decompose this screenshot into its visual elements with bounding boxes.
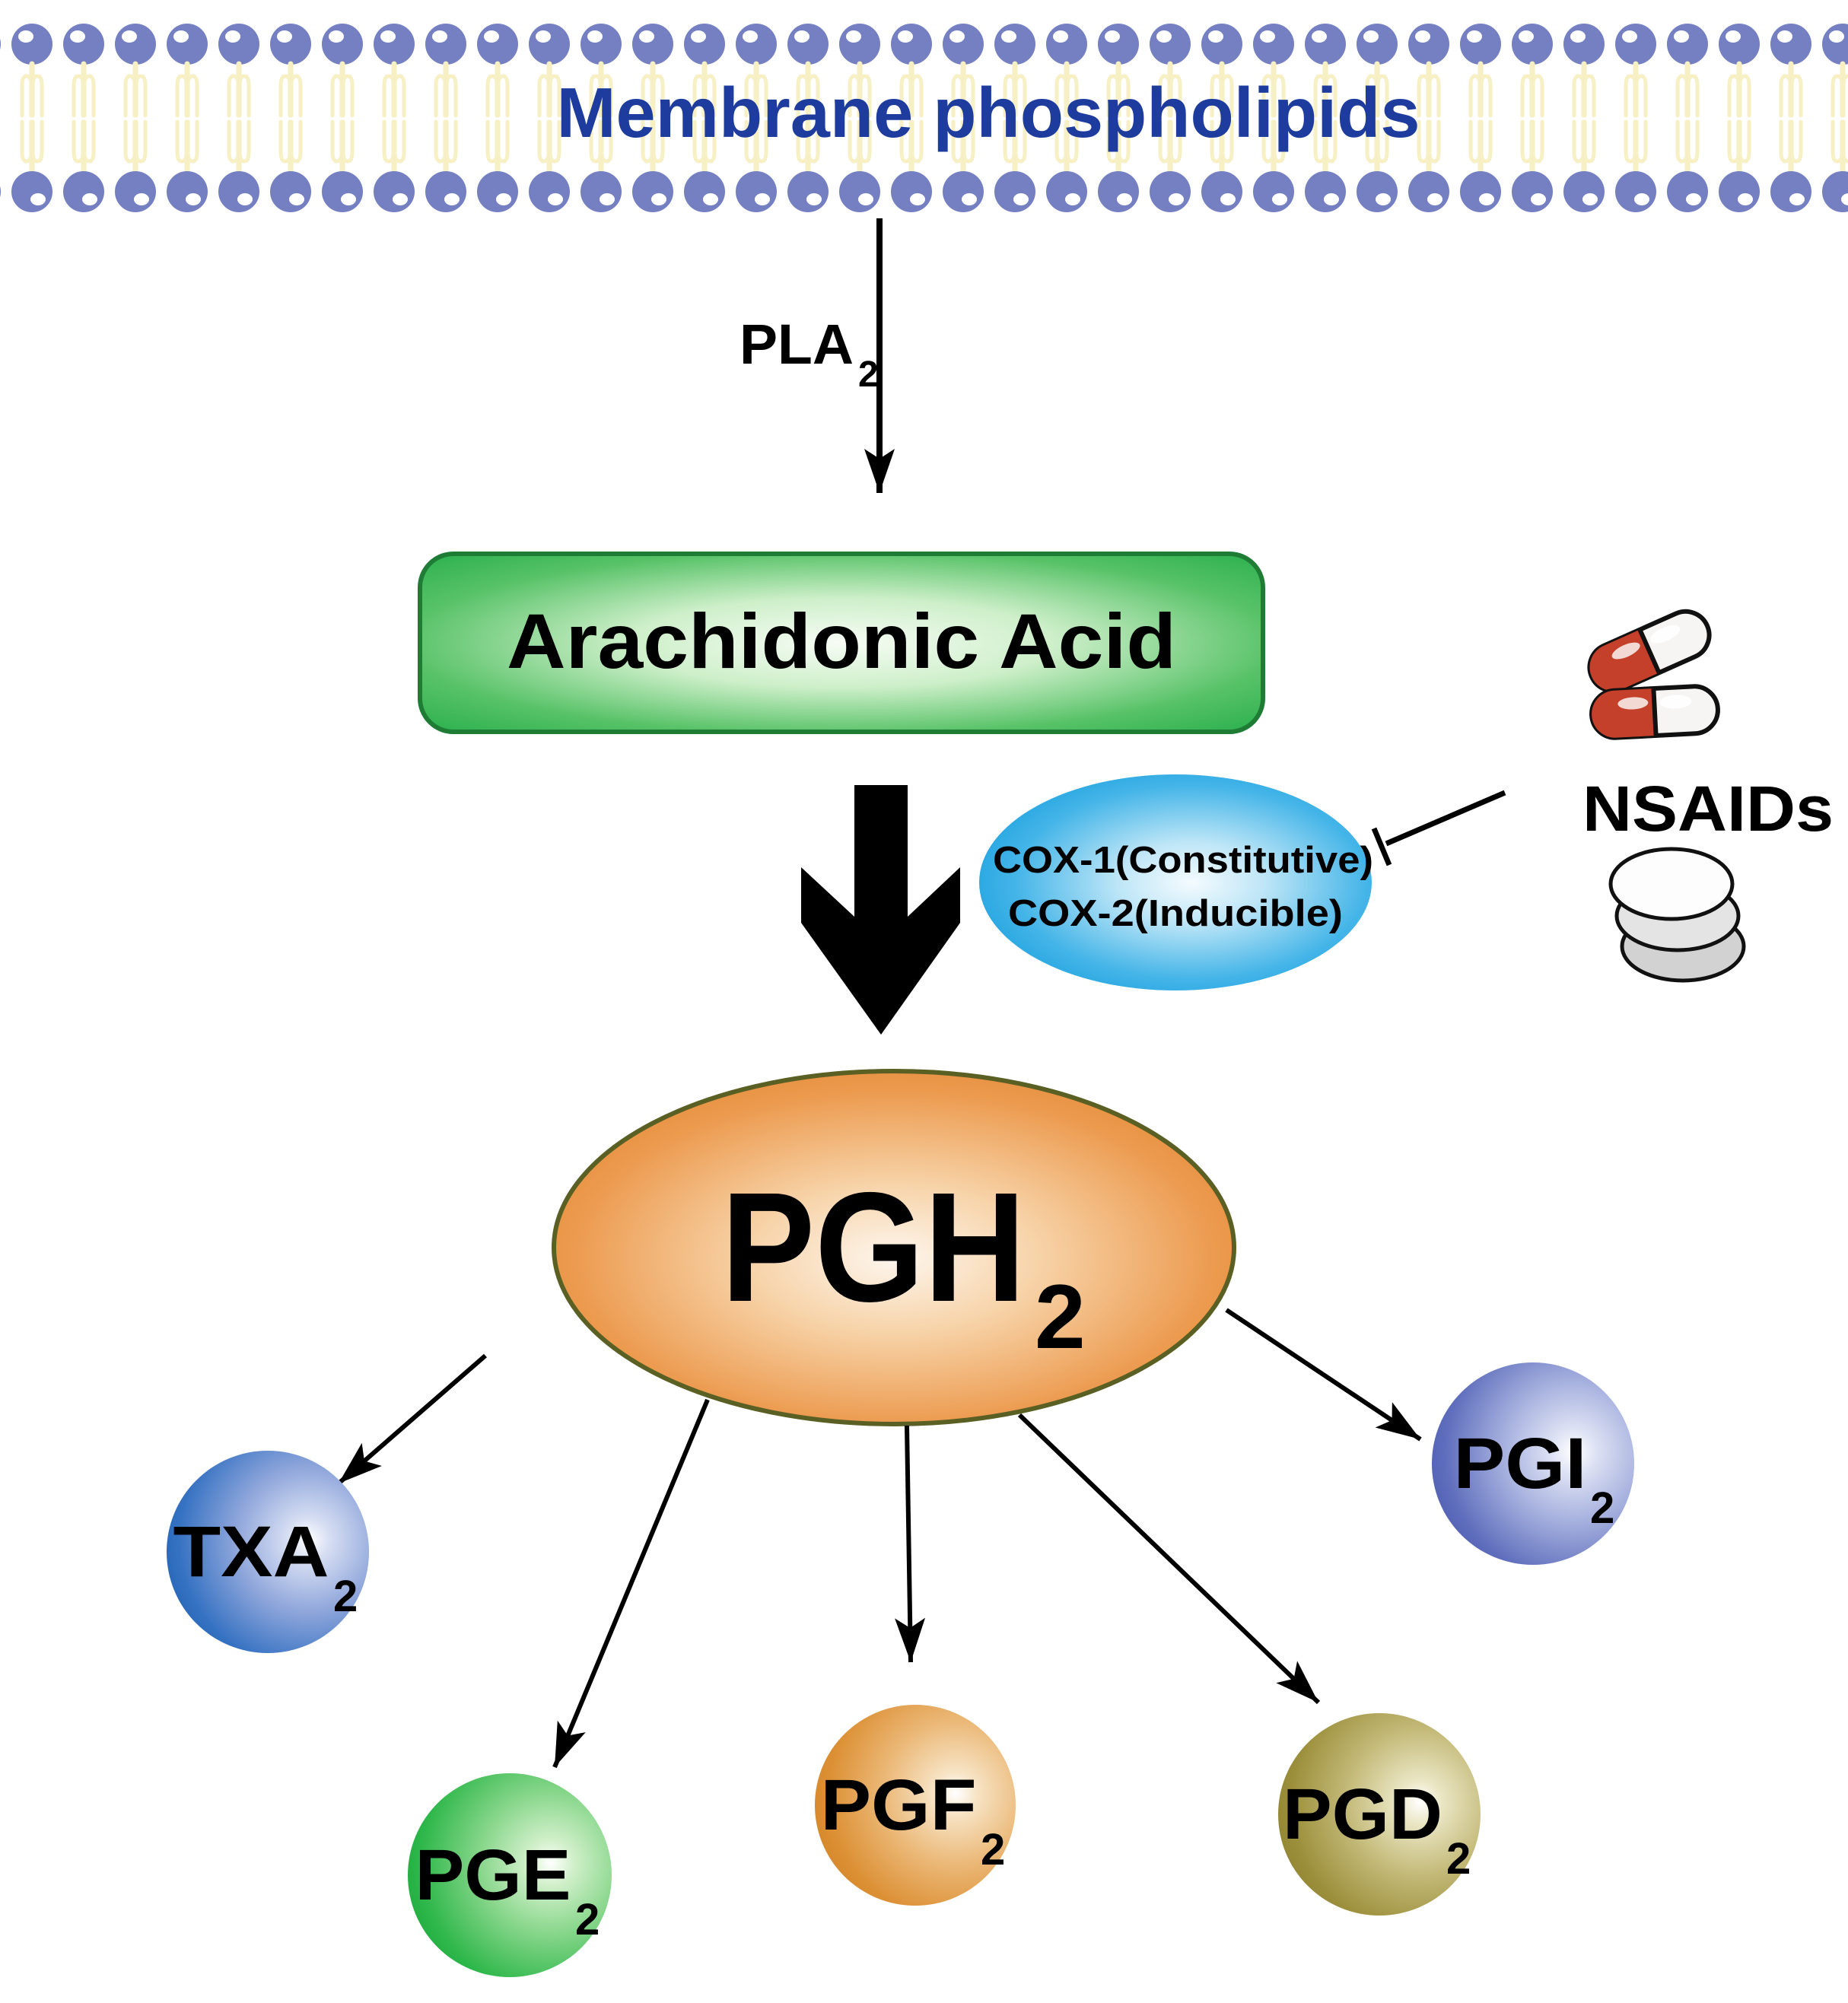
cox1-label: COX-1(Constitutive) xyxy=(993,840,1373,881)
tablet-stack-icon xyxy=(1608,847,1746,983)
membrane-title: Membrane phospholipids xyxy=(557,73,1420,152)
pge2-node: PGE 2 xyxy=(408,1773,612,1977)
pge2-sphere xyxy=(408,1773,612,1977)
arrow-to-pgd2 xyxy=(1017,1413,1321,1705)
pgd2-label: PGD xyxy=(1283,1774,1442,1855)
arachidonic-acid-box xyxy=(418,552,1265,734)
inhibition-line xyxy=(1385,790,1506,847)
cox-enzyme-ellipse xyxy=(979,774,1372,990)
pgd2-label-sub: 2 xyxy=(1446,1834,1471,1884)
pgi2-label-sub: 2 xyxy=(1590,1483,1614,1533)
pgd2-sphere xyxy=(1278,1713,1481,1916)
pgf2-label-sub: 2 xyxy=(981,1825,1005,1874)
txa2-label: TXA xyxy=(173,1512,329,1592)
pgd2-node: PGD 2 xyxy=(1278,1713,1481,1916)
pgi2-node: PGI 2 xyxy=(1432,1362,1634,1565)
txa2-label-sub: 2 xyxy=(333,1572,358,1621)
pge2-label-sub: 2 xyxy=(575,1895,600,1944)
pgi2-sphere xyxy=(1432,1362,1634,1565)
capsule-pill-icon xyxy=(1590,685,1719,739)
arrow-to-pgf2 xyxy=(895,1425,926,1663)
pge2-label: PGE xyxy=(415,1835,571,1916)
pgh2-label: PGH xyxy=(721,1160,1026,1334)
pgf2-sphere xyxy=(815,1705,1016,1906)
arrow-to-pgi2 xyxy=(1225,1308,1422,1442)
pla2-label: PLA xyxy=(740,313,854,376)
pgf2-node: PGF 2 xyxy=(815,1705,1016,1906)
arrow-to-pge2 xyxy=(552,1398,710,1769)
pgi2-label: PGI xyxy=(1454,1423,1587,1504)
big-down-arrow xyxy=(801,785,960,1035)
pgf2-label: PGF xyxy=(821,1765,977,1846)
membrane-bilayer xyxy=(0,23,1848,213)
arachidonic-acid-label: Arachidonic Acid xyxy=(507,598,1176,685)
arrow-to-txa2 xyxy=(337,1353,487,1486)
cox2-label: COX-2(Inducible) xyxy=(1008,893,1343,934)
pla2-label-sub: 2 xyxy=(858,354,879,395)
txa2-node: TXA 2 xyxy=(167,1451,369,1653)
txa2-sphere xyxy=(167,1451,369,1653)
pgh2-ellipse xyxy=(552,1069,1236,1426)
nsaids-label: NSAIDs xyxy=(1582,773,1834,844)
inhibition-tbar xyxy=(1371,827,1392,866)
pgh2-label-sub: 2 xyxy=(1035,1266,1086,1368)
nsaids-group: NSAIDs xyxy=(1371,604,1834,983)
